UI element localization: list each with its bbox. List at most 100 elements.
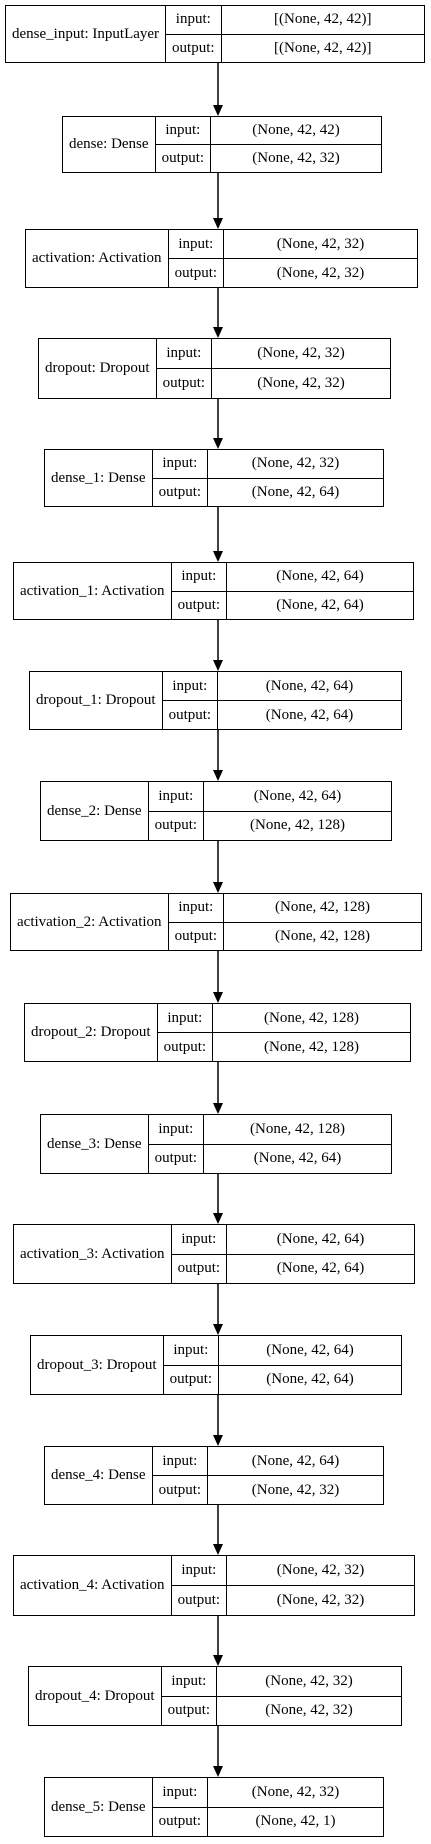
layer-name: dense_input: InputLayer: [6, 6, 167, 62]
output-shape: (None, 42, 64): [266, 1371, 354, 1388]
layer-node: dropout_1: Dropout input:output: (None, …: [29, 671, 402, 730]
output-label: output:: [174, 927, 218, 944]
input-label: input:: [171, 563, 227, 592]
input-shape: (None, 42, 32): [212, 339, 390, 369]
arrow-head-icon: [213, 218, 223, 229]
output-shape: (None, 42, 32): [265, 1702, 353, 1719]
layer-name: activation_3: Activation: [14, 1225, 172, 1283]
layer-name: dense_1: Dense: [45, 450, 153, 506]
layer-name: dense: Dense: [63, 117, 156, 172]
input-shape: (None, 42, 64): [218, 672, 401, 701]
input-label: input:: [157, 1004, 213, 1033]
input-shape: (None, 42, 128): [224, 894, 421, 923]
layer-node: dense_3: Dense input: output: (None, 42, …: [40, 1114, 392, 1174]
layer-name: dense_5: Dense: [45, 1778, 153, 1836]
input-shape: (None, 42, 128): [213, 1004, 410, 1033]
output-label: output:: [158, 483, 202, 500]
layer-node: activation_1: Activation input: output: (…: [13, 562, 414, 620]
layer-node: dropout: Dropout input: output: (None, 42…: [38, 338, 391, 399]
output-shape: (None, 42, 64): [276, 1260, 365, 1277]
input-label: input:: [152, 1778, 208, 1808]
output-shape: (None, 42, 64): [265, 706, 354, 723]
arrow-head-icon: [213, 1655, 223, 1666]
input-shape: (None, 42, 128): [204, 1115, 391, 1145]
layer-name: dropout_3: Dropout: [31, 1336, 164, 1394]
output-shape: [(None, 42, 42)]: [274, 39, 372, 56]
arrow-head-icon: [213, 992, 223, 1003]
output-shape: (None, 42, 64): [276, 596, 364, 613]
arrow-head-icon: [213, 1213, 223, 1224]
layer-node: dropout_2: Dropout input: output: (None, …: [24, 1003, 411, 1062]
input-shape: (None, 42, 32): [208, 450, 383, 479]
input-shape: (None, 42, 42): [211, 117, 381, 145]
layer-node: dropout_3: Dropout input:output: (None, …: [30, 1335, 402, 1395]
layer-name: dropout: Dropout: [39, 339, 157, 398]
layer-node: dense: Dense input:output: (None, 42, 42…: [62, 116, 382, 173]
output-label: output:: [154, 817, 198, 834]
output-shape: (None, 42, 1): [255, 1813, 336, 1830]
input-label: input:: [152, 450, 208, 479]
output-shape: (None, 42, 32): [276, 264, 365, 281]
layer-name: dropout_1: Dropout: [30, 672, 163, 729]
input-shape: [(None, 42, 42)]: [221, 6, 424, 35]
output-label: output:: [168, 706, 212, 723]
arrow-head-icon: [213, 438, 223, 449]
layer-name: dense_3: Dense: [41, 1115, 149, 1173]
output-label: output:: [162, 375, 206, 391]
output-label: output:: [154, 1150, 198, 1167]
input-label: input:: [166, 6, 221, 35]
output-shape: (None, 42, 64): [253, 1150, 342, 1167]
layer-name: activation_1: Activation: [14, 563, 172, 619]
input-label: input:: [148, 782, 204, 812]
layer-node: activation_3: Activation input: output: (…: [13, 1224, 415, 1284]
layer-name: dropout_2: Dropout: [25, 1004, 158, 1061]
output-label: output:: [177, 1260, 221, 1277]
output-shape: (None, 42, 128): [264, 1038, 360, 1055]
output-shape: (None, 42, 32): [257, 375, 345, 391]
input-shape: (None, 42, 64): [219, 1336, 401, 1366]
input-label: input:: [148, 1115, 204, 1145]
input-label: input:: [156, 339, 212, 369]
layer-name: activation: Activation: [26, 230, 169, 287]
output-label: output:: [163, 1038, 207, 1055]
layer-node: dense_2: Dense input: output: (None, 42, …: [40, 781, 392, 841]
layer-node: activation: Activation input:output: (No…: [25, 229, 418, 288]
arrow-head-icon: [213, 105, 223, 116]
input-label: input:: [163, 1336, 219, 1366]
layer-node: activation_2: Activation input:output: (…: [10, 893, 422, 951]
output-shape: (None, 42, 32): [276, 1592, 365, 1608]
input-shape: (None, 42, 64): [227, 1225, 414, 1255]
arrow-head-icon: [213, 1544, 223, 1555]
output-label: output:: [177, 1592, 221, 1608]
input-shape: (None, 42, 32): [227, 1556, 414, 1586]
input-shape: (None, 42, 64): [208, 1447, 383, 1476]
layer-name: activation_2: Activation: [11, 894, 169, 950]
input-shape: (None, 42, 64): [204, 782, 391, 812]
input-label: input:: [161, 1667, 217, 1697]
output-label: output:: [177, 596, 221, 613]
layer-name: dense_4: Dense: [45, 1447, 153, 1504]
input-label: input:: [171, 1225, 227, 1255]
input-label: input:: [152, 1447, 208, 1476]
arrow-head-icon: [213, 1766, 223, 1777]
layer-name: dense_2: Dense: [41, 782, 149, 840]
output-shape: (None, 42, 128): [275, 927, 371, 944]
layer-node: dense_1: Dense input: output: (None, 42, …: [44, 449, 384, 507]
layer-node: dense_4: Dense input:output: (None, 42, …: [44, 1446, 384, 1505]
layer-node: dense_input: InputLayer input: output: [(…: [5, 5, 425, 63]
arrow-head-icon: [213, 1435, 223, 1446]
output-label: output:: [167, 1702, 211, 1719]
arrow-head-icon: [213, 327, 223, 338]
output-label: output:: [174, 264, 218, 281]
output-shape: (None, 42, 128): [250, 817, 346, 834]
input-shape: (None, 42, 32): [217, 1667, 401, 1697]
output-label: output:: [158, 1813, 202, 1830]
input-label: input:: [171, 1556, 227, 1586]
layer-node: dropout_4: Dropout input:output: (None, …: [28, 1666, 402, 1726]
layer-node: activation_4: Activation input:output: (…: [13, 1555, 415, 1616]
layer-node: dense_5: Dense input: output: (None, 42, …: [44, 1777, 384, 1837]
output-label: output:: [172, 39, 215, 56]
input-shape: (None, 42, 32): [208, 1778, 383, 1808]
